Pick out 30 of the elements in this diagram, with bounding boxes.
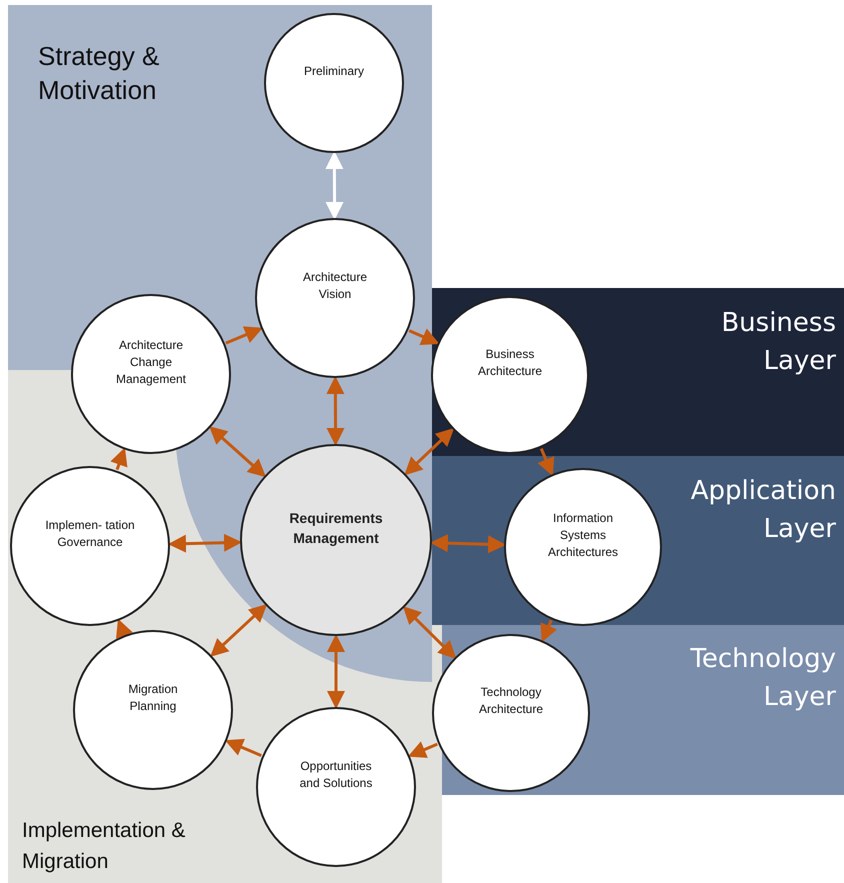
arrow [210,604,268,657]
phase-label: Opportunities and Solutions [298,758,374,792]
region-title: Strategy & Motivation [38,40,160,107]
arrow [224,738,262,757]
arrow [540,620,558,642]
phase-label: Information Systems Architectures [546,510,620,560]
arrow [110,448,128,470]
phase-label: Requirements Management [288,509,384,548]
arrow [538,448,554,476]
arrow [326,376,345,446]
arrow [402,606,456,659]
phase-label: Implemen- tation Governance [45,517,135,551]
layer-title: Business Layer [720,307,836,378]
arrow [404,428,454,476]
arrow [225,326,263,344]
arrow [116,618,133,639]
phase-label: Business Architecture [476,346,544,380]
region-title: Implementation & Migration [22,818,186,875]
layer-title: Technology Layer [689,643,836,714]
phase-label: Architecture Vision [302,269,368,303]
arrow [408,328,440,345]
phase-label: Migration Planning [127,681,179,715]
arrow [325,151,344,220]
layer-title: Application Layer [690,475,836,546]
phase-label: Architecture Change Management [114,336,188,388]
arrow [209,426,266,478]
arrow [327,634,345,709]
arrow [408,741,438,758]
phase-label: Technology Architecture [478,684,544,718]
phase-label: Preliminary [302,62,365,80]
